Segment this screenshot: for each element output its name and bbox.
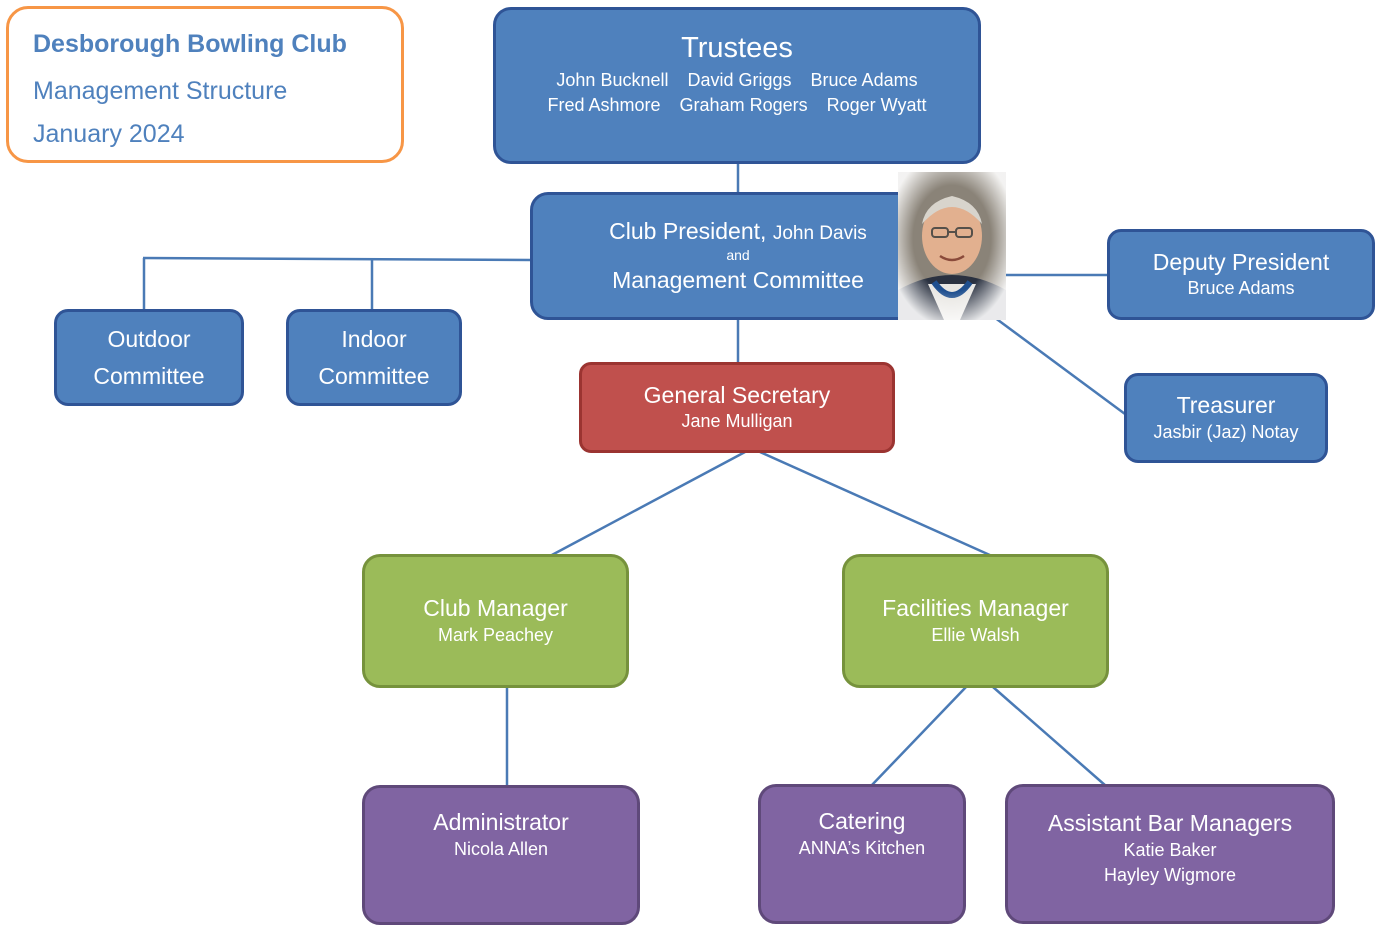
president-and: and <box>726 247 750 264</box>
connector-secretary-facilities <box>759 450 993 558</box>
trustee-name: David Griggs <box>687 70 792 91</box>
title-card: Desborough Bowling Club Management Struc… <box>6 6 404 163</box>
outdoor-committee-box: Outdoor Committee <box>54 309 244 406</box>
management-committee: Management Committee <box>612 266 864 293</box>
trustee-name: Graham Rogers <box>679 95 808 116</box>
administrator-name: Nicola Allen <box>453 838 549 859</box>
club-manager-title: Club Manager <box>423 595 568 622</box>
connector-facilities-bar <box>992 686 1107 787</box>
trustee-name: Roger Wyatt <box>826 95 927 116</box>
indoor-label-1: Indoor <box>341 325 407 352</box>
president-name: John Davis <box>772 223 867 245</box>
facilities-manager-box: Facilities Manager Ellie Walsh <box>842 554 1109 688</box>
general-secretary-box: General Secretary Jane Mulligan <box>579 362 895 453</box>
assistant-bar-managers-box: Assistant Bar Managers Katie Baker Hayle… <box>1005 784 1335 924</box>
trustee-name: Bruce Adams <box>810 70 918 91</box>
connector-secretary-clubmanager <box>549 450 746 558</box>
treasurer-box: Treasurer Jasbir (Jaz) Notay <box>1124 373 1328 463</box>
indoor-label-2: Committee <box>318 362 430 389</box>
indoor-committee-box: Indoor Committee <box>286 309 462 406</box>
administrator-title: Administrator <box>433 809 569 836</box>
trustees-title: Trustees <box>681 32 793 64</box>
deputy-title: Deputy President <box>1152 248 1330 275</box>
bar-name-1: Katie Baker <box>1123 839 1217 860</box>
facilities-manager-title: Facilities Manager <box>882 595 1069 622</box>
trustee-name: Fred Ashmore <box>547 95 661 116</box>
club-manager-box: Club Manager Mark Peachey <box>362 554 629 688</box>
bar-name-2: Hayley Wigmore <box>1103 864 1237 885</box>
trustee-name: John Bucknell <box>556 70 669 91</box>
club-manager-name: Mark Peachey <box>437 624 554 645</box>
bar-title: Assistant Bar Managers <box>1047 810 1293 836</box>
president-title: Club President, <box>609 218 767 245</box>
connector-president-treasurer <box>974 301 1126 416</box>
treasurer-title: Treasurer <box>1176 392 1276 419</box>
secretary-name: Jane Mulligan <box>681 411 793 432</box>
connector-facilities-catering <box>870 686 967 787</box>
outdoor-label-2: Committee <box>93 362 205 389</box>
chart-date: January 2024 <box>33 119 185 148</box>
trustees-box: Trustees John Bucknell David Griggs Bruc… <box>493 7 981 164</box>
catering-box: Catering ANNA’s Kitchen <box>758 784 966 924</box>
deputy-name: Bruce Adams <box>1187 278 1295 299</box>
administrator-box: Administrator Nicola Allen <box>362 785 640 925</box>
chart-subtitle: Management Structure <box>33 77 288 105</box>
trustees-row-2: Fred Ashmore Graham Rogers Roger Wyatt <box>548 93 927 118</box>
president-title-line: Club President, John Davis <box>609 217 867 246</box>
club-name: Desborough Bowling Club <box>33 30 347 58</box>
president-photo <box>898 172 1006 320</box>
connector-president-committees <box>142 256 532 262</box>
secretary-title: General Secretary <box>643 381 831 408</box>
deputy-president-box: Deputy President Bruce Adams <box>1107 229 1375 320</box>
trustees-row-1: John Bucknell David Griggs Bruce Adams <box>556 68 917 93</box>
president-box: Club President, John Davis and Managemen… <box>530 192 946 320</box>
treasurer-name: Jasbir (Jaz) Notay <box>1153 421 1299 442</box>
catering-title: Catering <box>818 808 906 835</box>
catering-name: ANNA’s Kitchen <box>798 837 926 858</box>
outdoor-label-1: Outdoor <box>107 325 191 352</box>
facilities-manager-name: Ellie Walsh <box>931 624 1020 645</box>
